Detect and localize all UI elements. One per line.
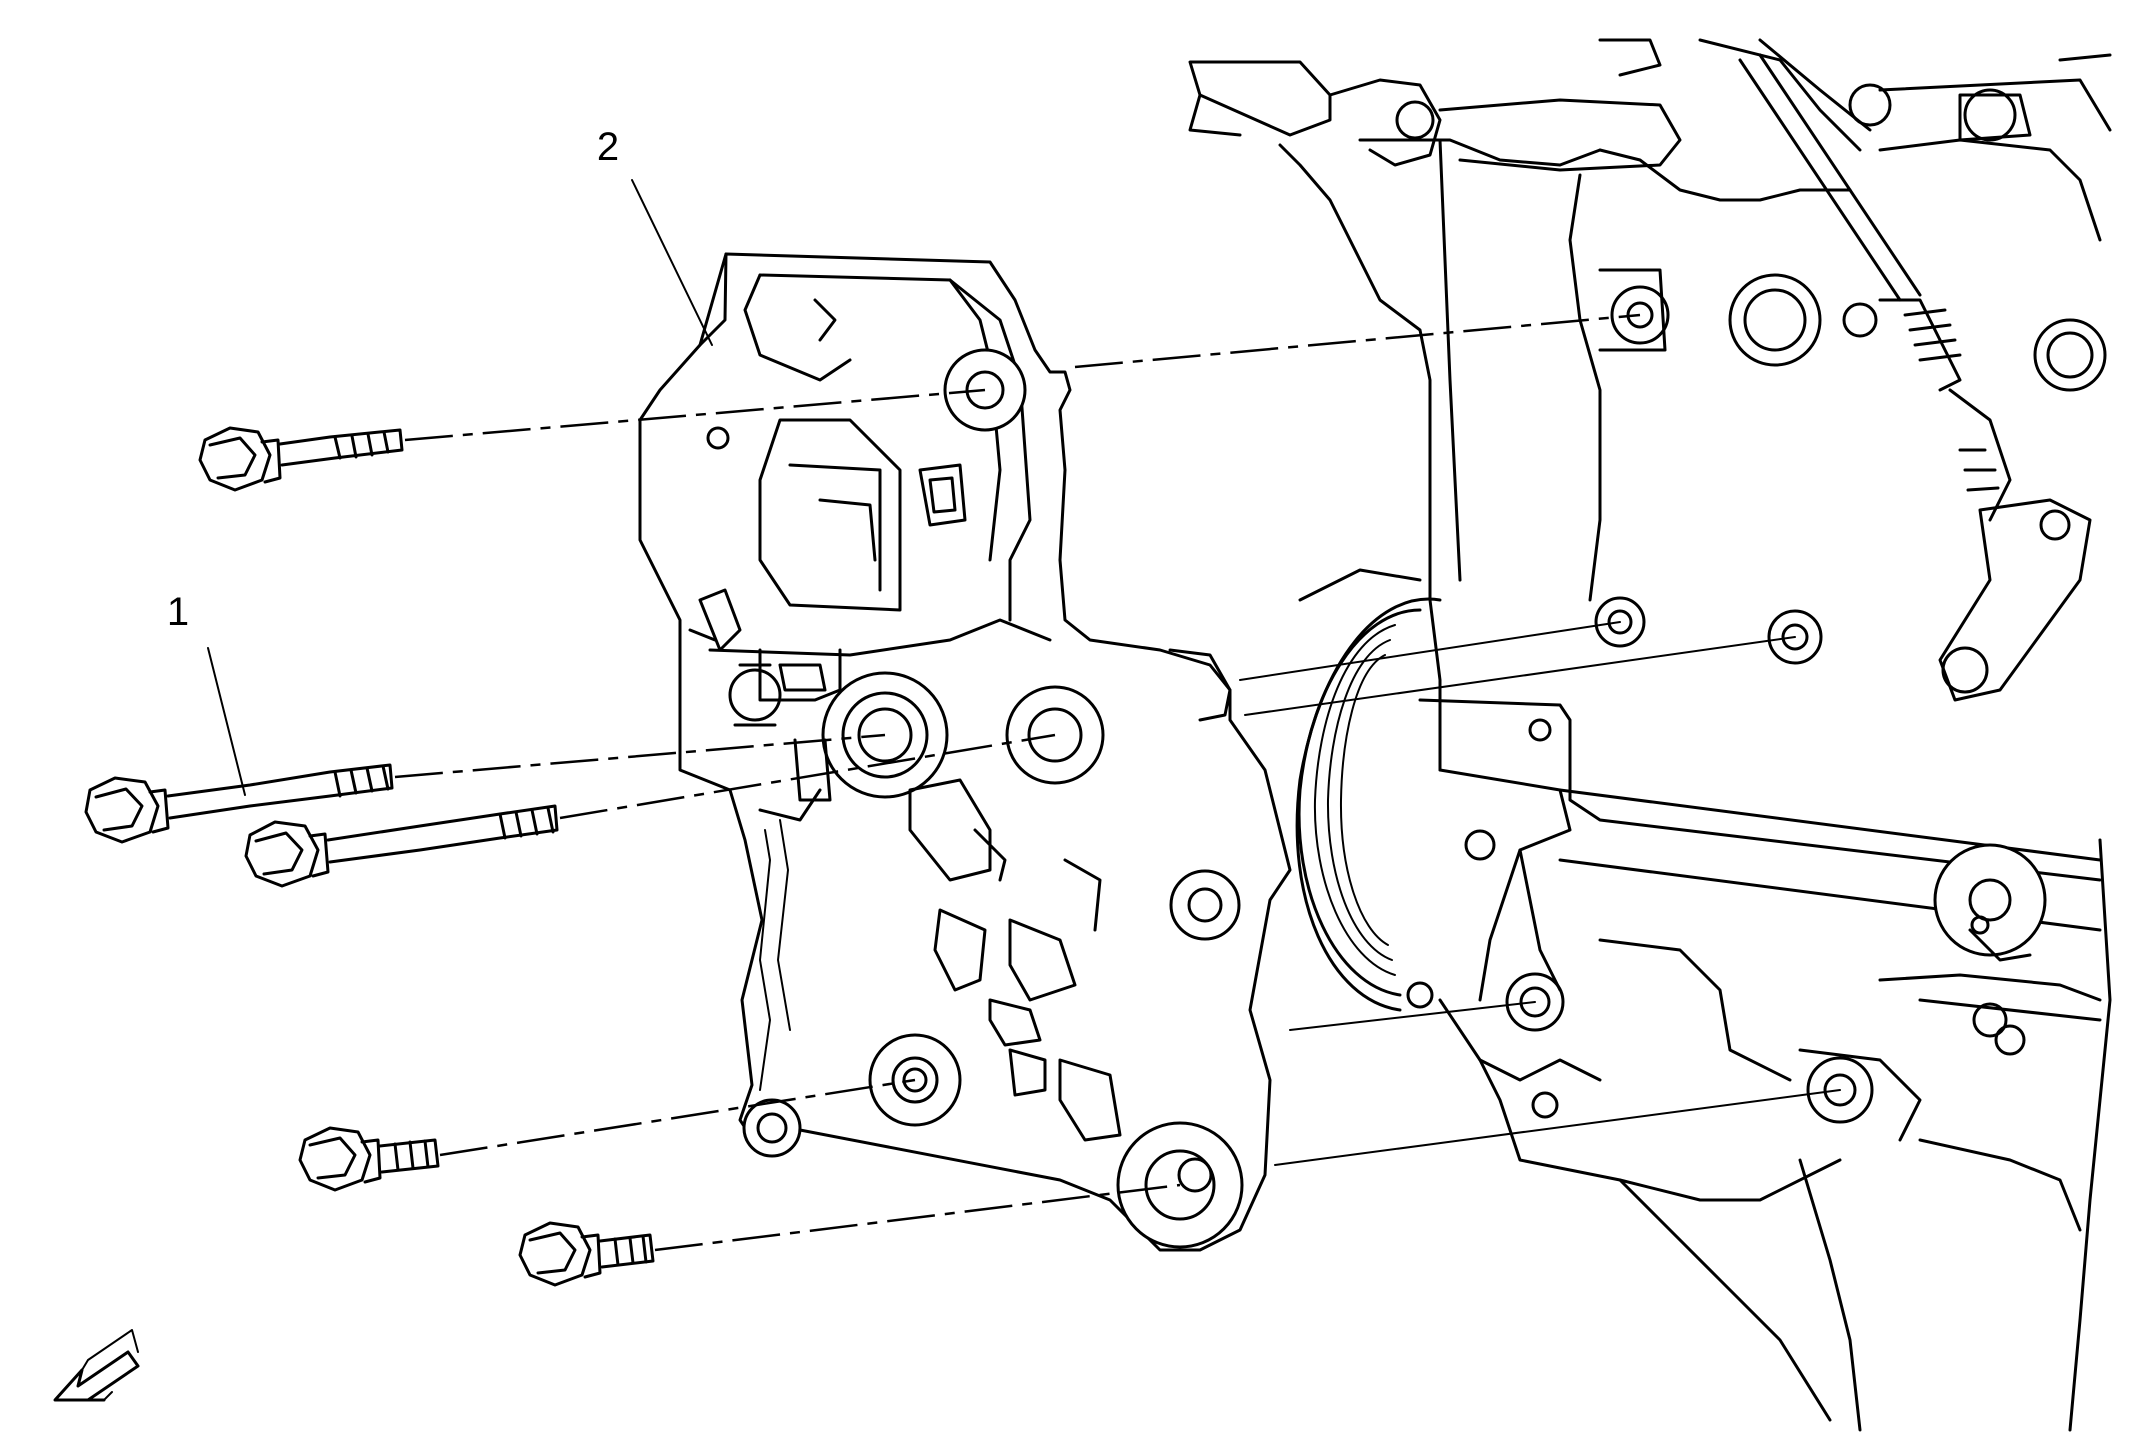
bolt-lower-2 [518,1221,655,1287]
callout-1-label: 1 [167,590,189,634]
bolt-long-2 [244,804,559,888]
callout-1: 1 [167,590,246,796]
bolt-long-1 [84,763,394,844]
front-direction-arrow-icon [53,1329,140,1402]
callout-2: 2 [597,125,713,346]
engine-block [1188,38,2112,1432]
crankshaft-pulley [1295,597,1442,1012]
generator-bracket [638,252,1292,1252]
installation-lines [394,313,1841,1252]
bolt-lower-1 [298,1126,440,1192]
bolt-upper [198,426,404,492]
callout-2-label: 2 [597,125,619,169]
